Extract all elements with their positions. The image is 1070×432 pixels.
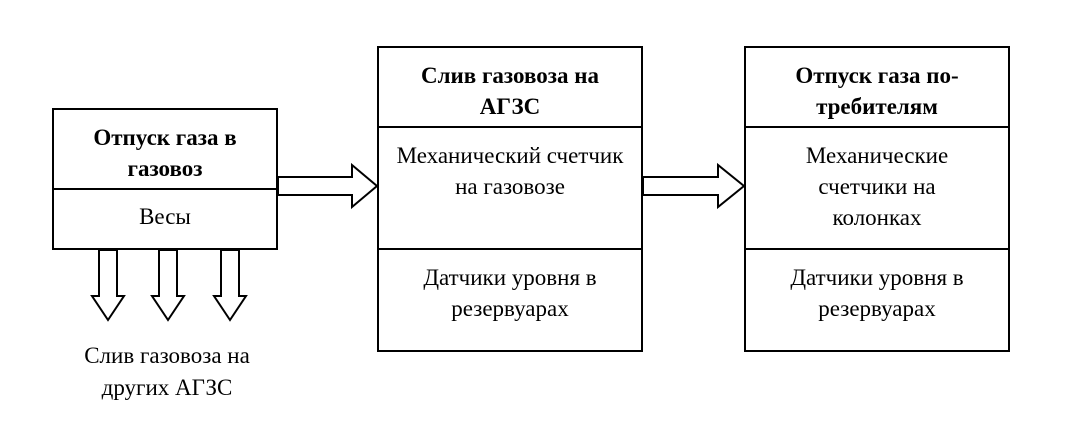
block-title: Отпуск газа в газовоз [93, 125, 237, 181]
block-section: Механический счетчик на газовозе [396, 143, 624, 199]
divider [379, 248, 641, 250]
flow-arrow-icon [642, 162, 746, 210]
block-gas-release-to-consumers: Отпуск газа по-требителям Механические с… [744, 46, 1010, 352]
divider [746, 126, 1008, 128]
divider [379, 126, 641, 128]
down-arrow-icon [212, 249, 248, 322]
block-section: Весы [139, 204, 191, 229]
outflow-caption: Слив газовоза на других АГЗС [84, 343, 250, 400]
divider [746, 248, 1008, 250]
flow-arrow-icon [277, 162, 379, 210]
divider [54, 188, 276, 190]
block-title: Слив газовоза на АГЗС [421, 63, 599, 119]
down-arrow-icon [150, 249, 186, 322]
block-section: Механические счетчики на колонках [805, 143, 949, 230]
block-gas-release-to-tanker: Отпуск газа в газовоз Весы [52, 108, 278, 250]
block-title: Отпуск газа по-требителям [795, 63, 959, 119]
block-section: Датчики уровня в резервуарах [790, 265, 964, 321]
down-arrow-icon [90, 249, 126, 322]
block-tanker-unload-at-station: Слив газовоза на АГЗС Механический счетч… [377, 46, 643, 352]
block-section: Датчики уровня в резервуарах [423, 265, 597, 321]
